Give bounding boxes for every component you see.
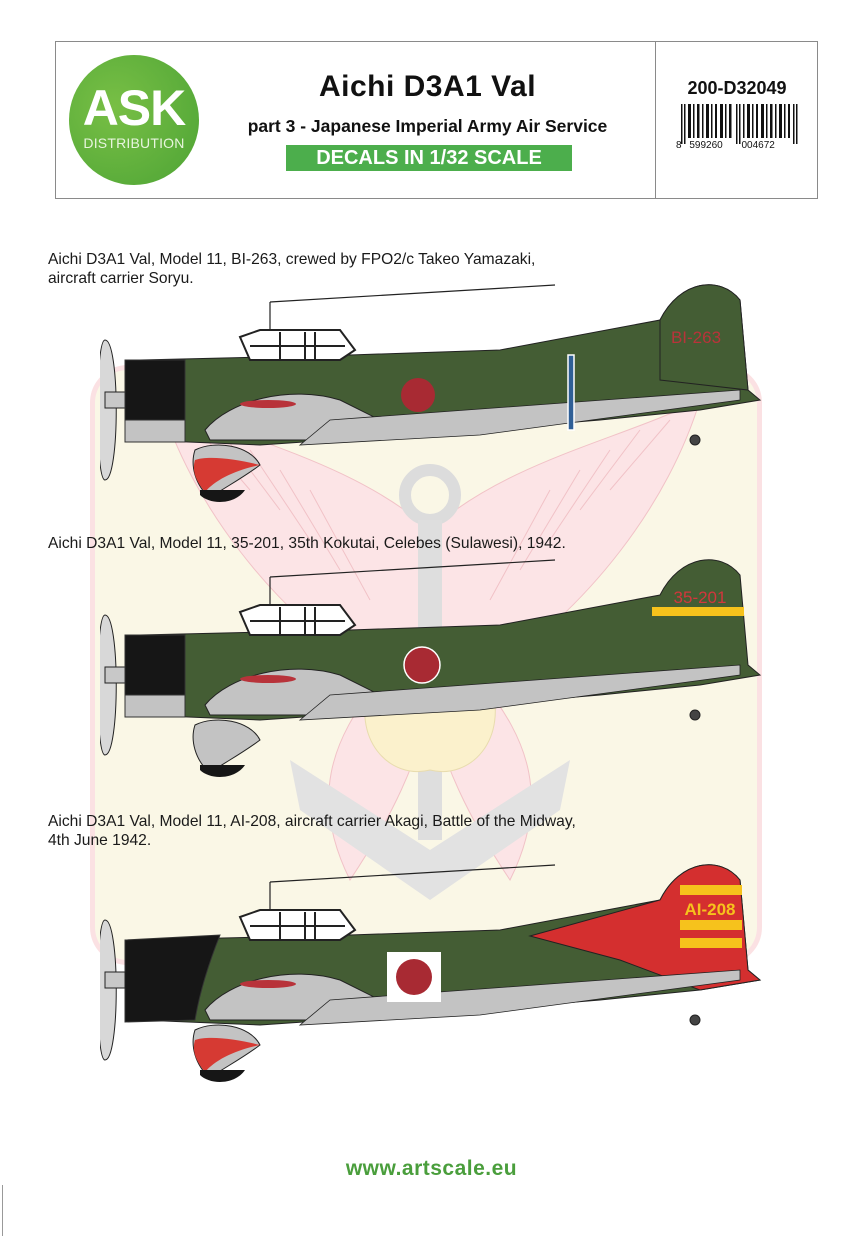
barcode-digits-left: 599260 bbox=[689, 140, 723, 151]
tail-code: 35-201 bbox=[674, 588, 727, 607]
aircraft-profile-ai-208: AI-208 bbox=[100, 864, 762, 1082]
barcode bbox=[681, 104, 798, 144]
tail-code: BI-263 bbox=[671, 328, 721, 347]
logo-text: ASK bbox=[82, 80, 187, 136]
ask-distribution-logo: ASK DISTRIBUTION bbox=[69, 55, 199, 185]
aircraft-profile-35-201: 35-201 bbox=[100, 559, 762, 777]
barcode-digits: 8 599260 004672 bbox=[676, 140, 806, 151]
page-title: Aichi D3A1 Val bbox=[318, 70, 537, 103]
website-url[interactable]: www.artscale.eu bbox=[345, 1157, 518, 1180]
header-divider bbox=[655, 41, 656, 199]
caption-line: aircraft carrier Soryu. bbox=[48, 270, 194, 287]
tail-code: AI-208 bbox=[684, 900, 735, 919]
barcode-digit-first: 8 bbox=[676, 140, 682, 151]
caption-line: Aichi D3A1 Val, Model 11, 35-201, 35th K… bbox=[48, 535, 566, 552]
product-code: 200-D32049 bbox=[687, 78, 787, 98]
page-subtitle: part 3 - Japanese Imperial Army Air Serv… bbox=[247, 116, 608, 136]
barcode-digits-right: 004672 bbox=[741, 140, 775, 151]
caption-line: 4th June 1942. bbox=[48, 832, 152, 849]
profile-3-caption: Aichi D3A1 Val, Model 11, AI-208, aircra… bbox=[48, 812, 576, 850]
logo-subtext: DISTRIBUTION bbox=[83, 135, 185, 151]
profile-2-caption: Aichi D3A1 Val, Model 11, 35-201, 35th K… bbox=[48, 534, 566, 553]
aircraft-profile-bi-263: BI-263 bbox=[100, 284, 762, 502]
scale-badge: DECALS IN 1/32 SCALE bbox=[286, 145, 572, 171]
caption-line: Aichi D3A1 Val, Model 11, AI-208, aircra… bbox=[48, 813, 576, 830]
profile-1-caption: Aichi D3A1 Val, Model 11, BI-263, crewed… bbox=[48, 250, 535, 288]
caption-line: Aichi D3A1 Val, Model 11, BI-263, crewed… bbox=[48, 251, 536, 268]
crop-mark bbox=[2, 1185, 3, 1236]
